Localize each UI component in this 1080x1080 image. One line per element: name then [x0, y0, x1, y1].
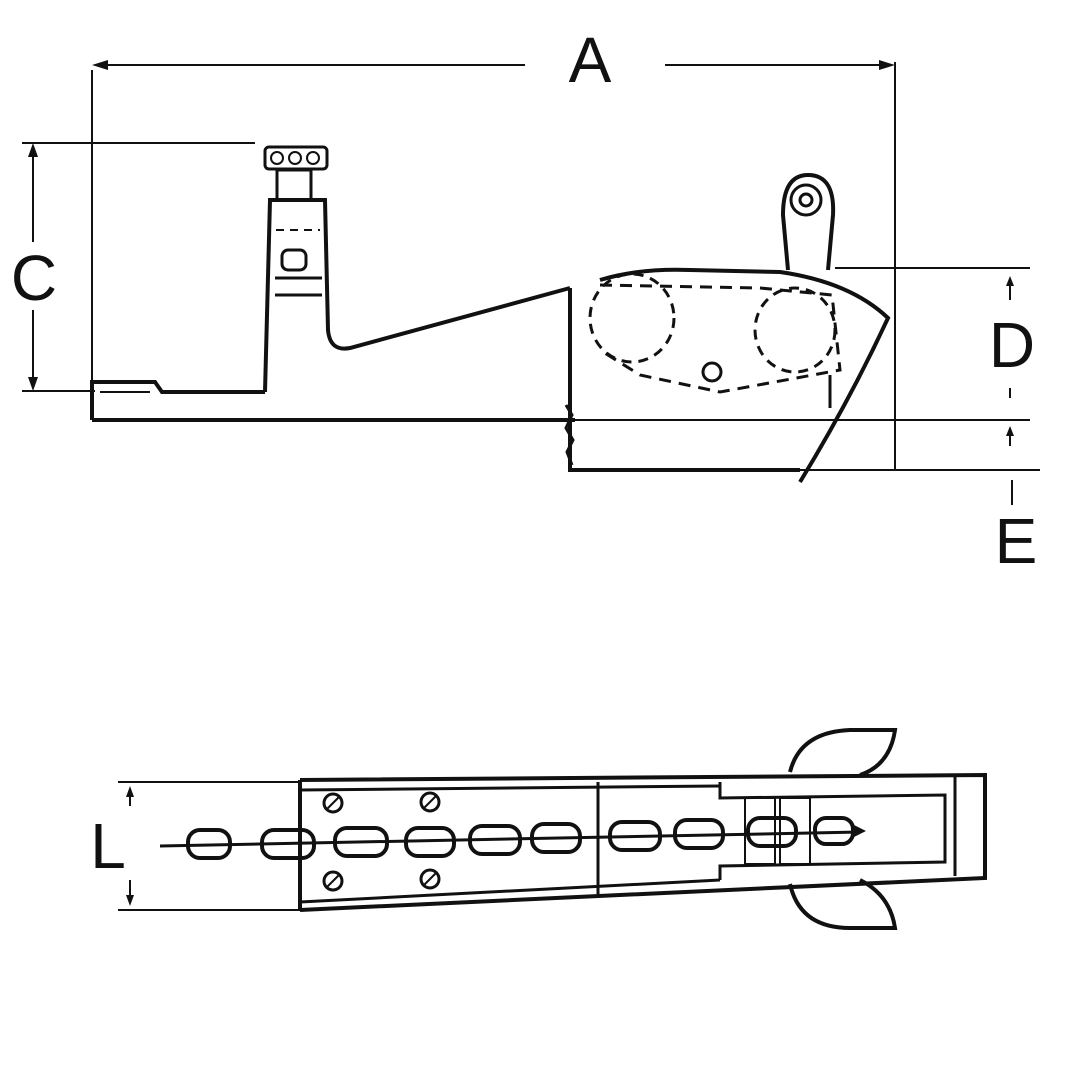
top-body-frame	[298, 772, 987, 912]
side-view: A C D E	[11, 24, 1040, 577]
dimension-a: A	[91, 24, 896, 470]
chain-stopper-post	[263, 145, 571, 393]
roller-housing	[564, 172, 891, 484]
anchor-chain	[159, 816, 866, 860]
dimension-d-e: D E	[575, 267, 1040, 577]
dimension-label-c: C	[11, 242, 57, 314]
dimension-label-d: D	[989, 309, 1035, 381]
dimension-label-e: E	[995, 505, 1038, 577]
dimension-l: L	[90, 781, 300, 911]
dimension-c: C	[11, 142, 255, 392]
dimension-label-l: L	[90, 810, 126, 882]
base-plate	[90, 380, 575, 422]
wing-guides	[788, 728, 898, 930]
dimension-label-a: A	[569, 24, 612, 96]
top-view: L	[90, 728, 987, 930]
mounting-bolts	[322, 791, 441, 892]
